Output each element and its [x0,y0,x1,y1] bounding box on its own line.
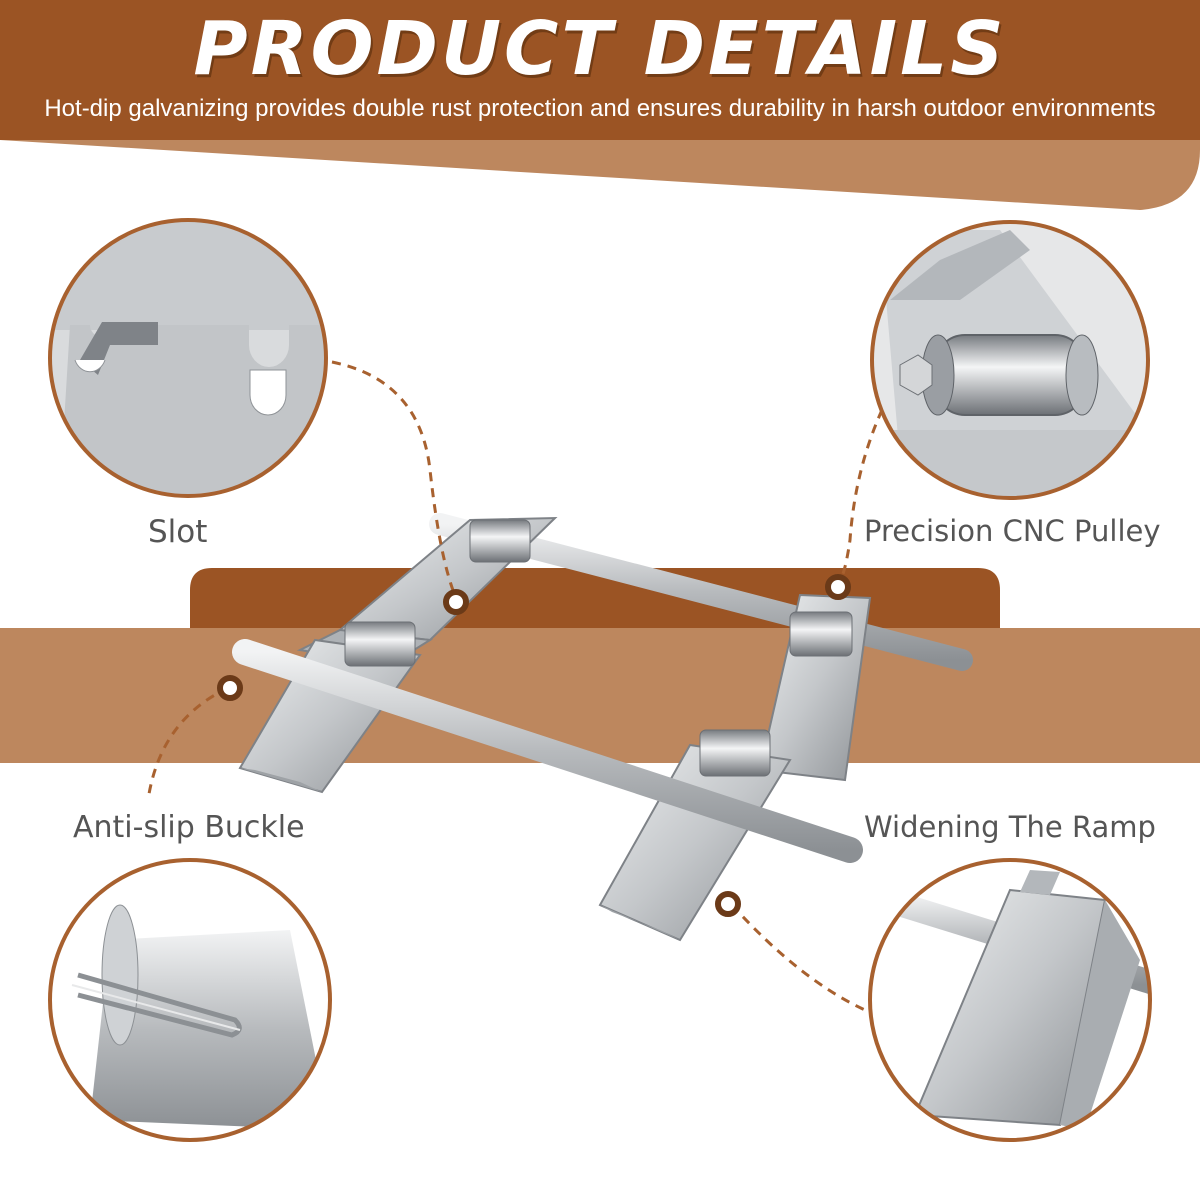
buckle-detail-circle [48,858,332,1142]
platform [0,568,1200,763]
roller-frame-product [232,513,973,942]
header-banner: PRODUCT DETAILS Hot-dip galvanizing prov… [0,0,1200,215]
page-subtitle: Hot-dip galvanizing provides double rust… [44,95,1156,122]
callout-leaders [146,360,884,1012]
ramp-detail-circle [868,858,1152,1142]
left-bracket [238,516,558,794]
slot-label: Slot [148,514,208,550]
ramp-label: Widening The Ramp [864,810,1156,844]
pulley-detail-circle [870,220,1150,500]
pulley-label: Precision CNC Pulley [864,514,1161,548]
right-bracket [598,593,872,942]
page-title: PRODUCT DETAILS [193,6,1007,92]
banner-shape [0,0,1200,210]
dot-marker-icon [217,574,851,917]
buckle-label: Anti-slip Buckle [73,810,305,845]
slot-detail-circle [48,218,328,498]
